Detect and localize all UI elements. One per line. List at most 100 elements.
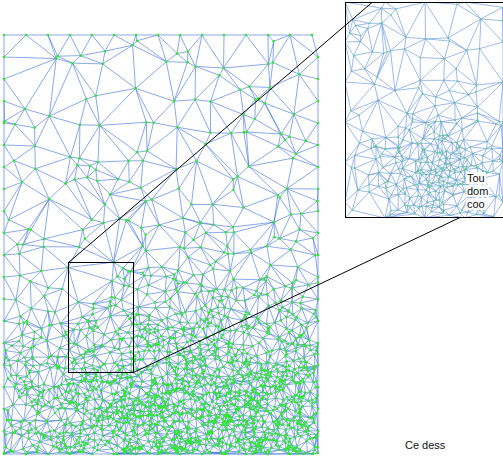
mesh-vertex [231,357,234,360]
mesh-vertex [38,412,41,415]
mesh-vertex [210,432,213,435]
mesh-vertex [303,360,306,363]
mesh-vertex [3,56,6,59]
mesh-vertex [182,378,185,381]
mesh-vertex [228,434,231,437]
mesh-vertex [278,348,281,351]
mesh-vertex [73,328,76,331]
mesh-vertex [208,451,211,454]
mesh-vertex [173,406,176,409]
mesh-vertex [269,264,272,267]
mesh-vertex [128,317,131,320]
mesh-vertex [285,316,288,319]
mesh-vertex [206,438,209,441]
mesh-vertex [70,451,73,454]
mesh-vertex [153,331,156,334]
mesh-vertex [247,403,250,406]
mesh-vertex [102,434,105,437]
mesh-vertex [230,419,233,422]
mesh-vertex [287,407,290,410]
mesh-vertex [99,406,102,409]
mesh-vertex [226,353,229,356]
mesh-vertex [176,347,179,350]
mesh-vertex [85,351,88,354]
mesh-vertex [104,409,107,412]
mesh-vertex [195,410,198,413]
mesh-vertex [215,288,218,291]
mesh-vertex [6,409,9,412]
mesh-vertex [203,409,206,412]
mesh-vertex [218,391,221,394]
mesh-vertex [37,399,40,402]
mesh-vertex [228,340,231,343]
mesh-vertex [131,44,134,47]
mesh-vertex [150,372,153,375]
mesh-vertex [267,453,270,456]
mesh-vertex [150,413,153,416]
mesh-vertex [248,380,251,383]
mesh-vertex [191,414,194,417]
mesh-vertex [244,405,247,408]
mesh-vertex [114,304,117,307]
mesh-vertex [243,131,246,134]
mesh-vertex [121,411,124,414]
mesh-vertex [89,385,92,388]
mesh-vertex [91,313,94,316]
mesh-vertex [121,338,124,341]
mesh-vertex [190,437,193,440]
mesh-vertex [228,375,231,378]
mesh-vertex [137,313,140,316]
mesh-vertex [291,282,294,285]
mesh-vertex [273,321,276,324]
mesh-vertex [262,337,265,340]
mesh-vertex [239,367,242,370]
mesh-vertex [169,306,172,309]
mesh-vertex [47,453,50,456]
mesh-vertex [299,382,302,385]
mesh-vertex [160,335,163,338]
mesh-vertex [264,407,267,410]
mesh-vertex [136,39,139,42]
mesh-vertex [175,366,178,369]
mesh-vertex [4,446,7,449]
mesh-vertex [162,399,165,402]
mesh-vertex [65,334,68,337]
mesh-vertex [161,376,164,379]
mesh-vertex [242,286,245,289]
mesh-vertex [261,441,264,444]
mesh-vertex [24,108,27,111]
mesh-vertex [123,438,126,441]
mesh-vertex [243,399,246,402]
mesh-vertex [284,441,287,444]
mesh-vertex [19,352,22,355]
mesh-vertex [277,433,280,436]
mesh-vertex [60,419,63,422]
mesh-vertex [295,337,298,340]
mesh-vertex [283,435,286,438]
mesh-vertex [314,309,317,312]
mesh-vertex [98,406,101,409]
mesh-vertex [69,156,72,159]
mesh-vertex [255,355,258,358]
mesh-vertex [263,421,266,424]
mesh-vertex [249,407,252,410]
mesh-vertex [276,418,279,421]
mesh-vertex [281,415,284,418]
mesh-vertex [60,406,63,409]
mesh-vertex [316,353,319,356]
mesh-vertex [109,315,112,318]
mesh-vertex [277,433,280,436]
mesh-vertex [136,324,139,327]
mesh-vertex [123,284,126,287]
triangle-mesh [3,34,320,456]
mesh-vertex [221,299,224,302]
mesh-vertex [264,384,267,387]
mesh-vertex [16,243,19,246]
mesh-vertex [173,370,176,373]
mesh-vertex [168,425,171,428]
mesh-vertex [91,389,94,392]
mesh-vertex [199,221,202,224]
mesh-vertex [286,187,289,190]
mesh-vertex [218,427,221,430]
mesh-vertex [203,369,206,372]
